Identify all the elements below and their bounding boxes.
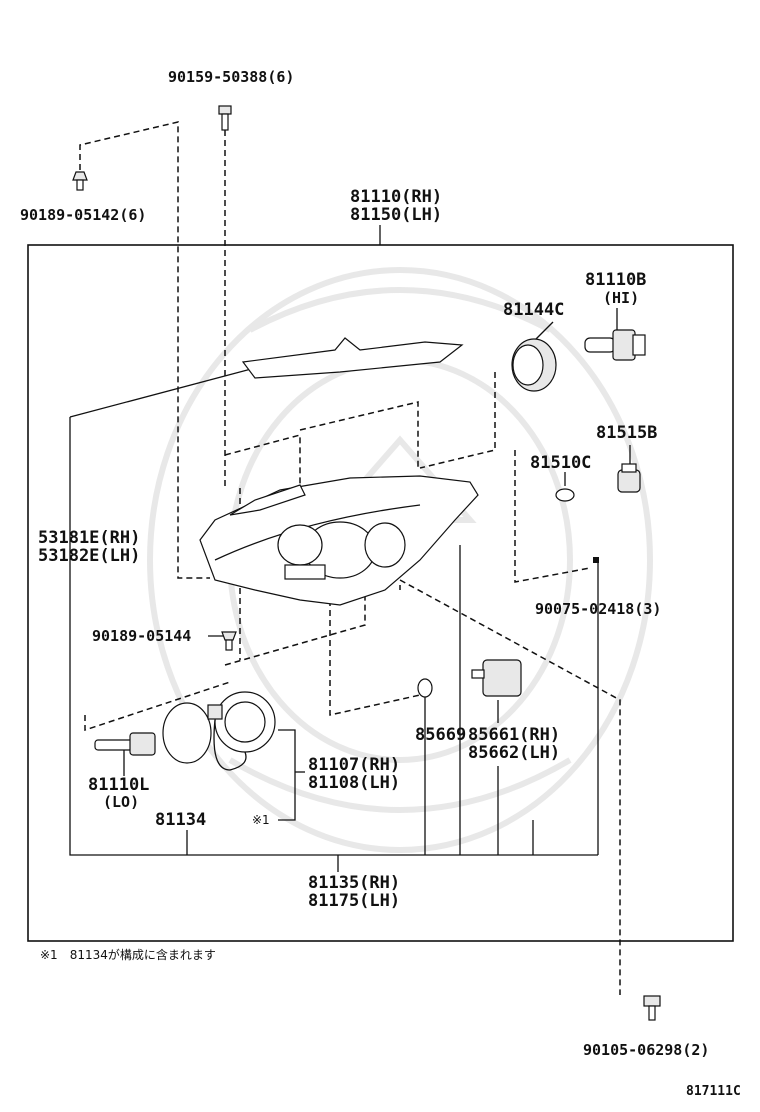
wedge-bulb-part <box>555 488 575 502</box>
leader-lines <box>69 225 631 872</box>
label-bulb-lo-sub: (LO) <box>103 793 139 811</box>
label-socket-cover: 81144C <box>503 300 564 320</box>
label-ballast-rh: 81107(RH) <box>308 755 400 775</box>
label-bulb-hi: 81110B <box>585 270 646 290</box>
hi-beam-bulb-part <box>584 329 646 361</box>
label-bulb-hi-sub: (HI) <box>603 289 639 307</box>
label-actuator-rh: 85661(RH) <box>468 725 560 745</box>
label-screw-bottom: 90105-06298(2) <box>583 1041 709 1059</box>
label-bulb-lo: 81110L <box>88 775 149 795</box>
o-ring-part <box>417 678 433 698</box>
nut-icon <box>593 557 599 563</box>
leveling-actuator-part <box>471 659 522 697</box>
label-assembly-lh: 81150(LH) <box>350 205 442 225</box>
side-bulb-part <box>617 463 641 493</box>
headlamp-trim-part <box>241 337 464 379</box>
label-gasket: 81134 <box>155 810 206 830</box>
figure-code: 817111C <box>686 1084 741 1099</box>
bolt-icon <box>218 105 232 131</box>
label-unit-rh: 81135(RH) <box>308 873 400 893</box>
label-screw-nut: 90075-02418(3) <box>535 600 661 618</box>
label-clip-left: 90189-05142(6) <box>20 206 146 224</box>
label-actuator-lh: 85662(LH) <box>468 743 560 763</box>
label-bracket-rh: 53181E(RH) <box>38 528 140 548</box>
label-bolt-top: 90159-50388(6) <box>168 68 294 86</box>
socket-cover-part <box>511 338 557 392</box>
clip-lower-icon <box>221 631 237 651</box>
label-ref-mark: ※1 <box>252 813 270 827</box>
gasket-part <box>162 702 212 764</box>
lo-beam-bulb-part <box>94 732 156 756</box>
ballast-part <box>207 691 276 771</box>
label-o-ring: 85669 <box>415 725 466 745</box>
headlamp-housing-part <box>199 475 479 606</box>
label-ballast-lh: 81108(LH) <box>308 773 400 793</box>
label-clip-lower: 90189-05144 <box>92 627 191 645</box>
label-bracket-lh: 53182E(LH) <box>38 546 140 566</box>
label-assembly-rh: 81110(RH) <box>350 187 442 207</box>
label-unit-lh: 81175(LH) <box>308 891 400 911</box>
label-wedge-bulb: 81510C <box>530 453 591 473</box>
screw-bottom-icon <box>643 995 661 1021</box>
part-labels: 90159-50388(6) 90189-05142(6) 81110(RH) … <box>20 68 741 1099</box>
footnote: ※1 81134が構成に含まれます <box>40 947 216 962</box>
clip-icon <box>72 171 88 191</box>
label-side-bulb: 81515B <box>596 423 657 443</box>
